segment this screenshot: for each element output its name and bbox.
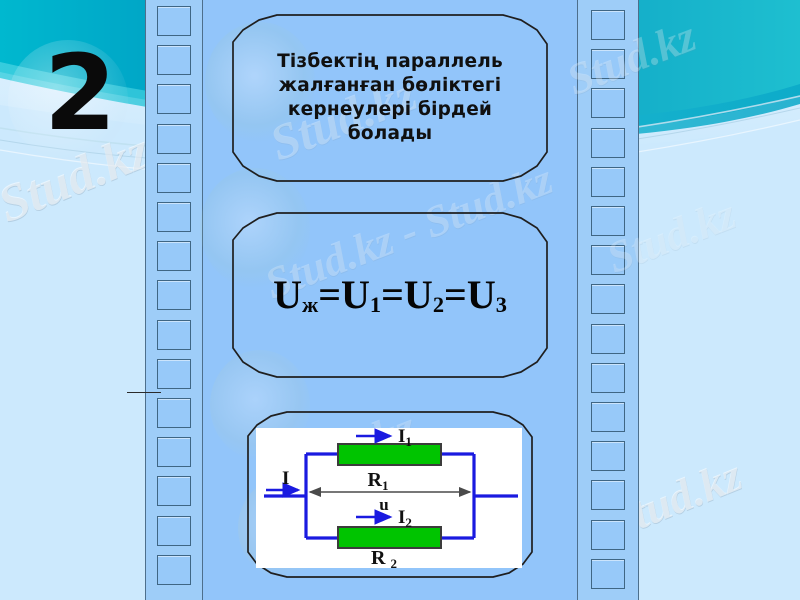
pointer-tick-line [127,392,161,393]
film-perforation [157,202,191,232]
film-perforation [591,206,625,236]
formula-box-outline [232,212,548,378]
film-perforation [157,398,191,428]
title-line-4: болады [347,123,433,145]
title-text-block: Тізбектің параллель жалғанған бөліктегі … [259,50,521,146]
film-perforation [591,88,625,119]
resistor-r2-body [337,526,442,549]
film-perforation [157,437,191,468]
formula-sub-3: 3 [495,292,507,318]
formula-sub-2: 2 [432,292,445,318]
film-perforation [157,554,191,585]
film-perforation [591,127,625,158]
formula-equals-3: = [444,272,467,318]
film-perforation [157,515,191,546]
circuit-label-i: I [282,468,289,489]
resistor-r1-body [337,443,442,466]
formula-u1: U [341,272,370,318]
circuit-box-outline [247,411,533,578]
formula-equals-1: = [318,272,342,318]
film-perforation [591,441,625,472]
film-strip-right [577,0,639,600]
circuit-label-u: u [379,495,388,514]
film-perforation [591,402,625,432]
parallel-circuit-diagram: I I1 I2 R1 R 2 u [256,428,522,568]
formula-equals-2: = [381,272,404,318]
film-perforation [591,245,625,276]
formula-u-total: U [273,272,302,318]
film-perforation [591,166,625,197]
film-perforation [591,323,625,354]
film-perforation [157,280,191,311]
circuit-callout-box [245,410,535,580]
film-perforation [157,123,191,154]
film-perforation [157,45,191,76]
formula-sub-1: 1 [369,292,382,318]
film-perforation [157,162,191,193]
film-perforation [157,84,191,115]
formula-sub-total: ж [301,292,319,318]
film-perforation [157,476,191,507]
title-callout-box: Тізбектің параллель жалғанған бөліктегі … [229,12,551,184]
film-perforation [591,558,625,589]
film-perforation [157,319,191,350]
film-strip-left [145,0,203,600]
film-perforation [591,362,625,393]
circuit-label-r1: R1 [368,469,389,493]
circuit-svg: I I1 I2 R1 R 2 u [264,428,518,568]
title-line-2: жалғанған бөліктегі [278,74,502,96]
film-perforation [591,49,625,80]
title-line-1: Тізбектің параллель [277,50,503,72]
title-box-outline [232,14,548,182]
voltage-formula: Uж=U1=U2=U3 [273,271,507,318]
film-perforation [591,519,625,550]
film-perforation [591,284,625,315]
formula-callout-box: Uж=U1=U2=U3 [229,210,551,380]
circuit-label-i2: I2 [398,507,412,530]
circuit-label-i1: I1 [398,428,412,449]
formula-u3: U [466,272,496,318]
film-perforation [157,241,191,272]
circuit-label-r2: R 2 [371,547,397,568]
slide-number: 2 [44,32,116,154]
film-perforation [591,480,625,511]
film-perforation [591,10,625,40]
title-line-3: кернеулері бірдей [287,99,493,120]
film-perforation [157,358,191,389]
film-perforation [157,6,191,36]
formula-u2: U [403,272,433,318]
